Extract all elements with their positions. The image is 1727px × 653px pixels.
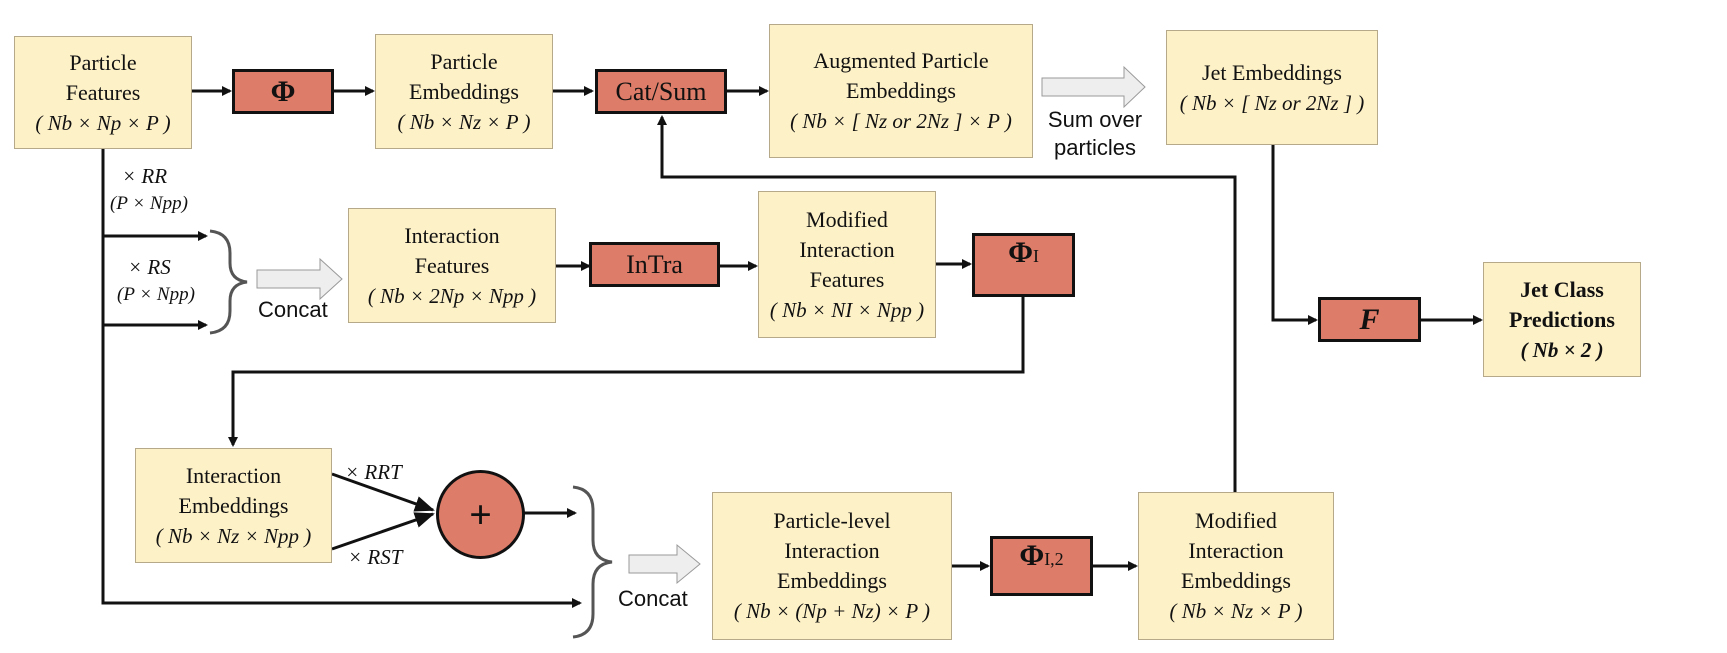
interaction-embeddings-node: Interaction Embeddings ( Nb × Nz × Npp ): [135, 448, 332, 563]
phi-i2-label: Φ: [1019, 539, 1045, 572]
cat-sum-op: Cat/Sum: [595, 69, 727, 114]
rr-label: × RR: [122, 164, 168, 188]
interaction-embeddings-line2: Embeddings: [178, 492, 289, 518]
modified-interaction-features-line2: Interaction: [799, 236, 895, 262]
jet-embeddings-node: Jet Embeddings ( Nb × [ Nz or 2Nz ] ): [1166, 30, 1378, 145]
brace-bottom: [572, 485, 613, 639]
phi-i-sub: I: [1032, 246, 1039, 266]
arrow-rs-t-to-plus: [331, 512, 435, 551]
modified-interaction-features-dims: ( Nb × NI × Npp ): [769, 297, 925, 322]
fat-arrow-concat-top: [256, 257, 343, 301]
particle-embeddings-node: Particle Embeddings ( Nb × Nz × P ): [375, 34, 553, 149]
interaction-features-node: Interaction Features ( Nb × 2Np × Npp ): [348, 208, 556, 323]
modified-embeddings-line3: Embeddings: [1181, 568, 1291, 593]
augmented-embeddings-line1: Augmented Particle: [813, 48, 989, 73]
f-op: F: [1318, 297, 1421, 342]
arrow-modified-embeddings-to-catsum: [657, 115, 1237, 492]
concat-top-label: Concat: [258, 297, 328, 322]
jet-embeddings-dims: ( Nb × [ Nz or 2Nz ] ): [1179, 90, 1365, 115]
particle-features-node: Particle Features ( Nb × Np × P ): [14, 36, 192, 149]
particle-level-line2: Interaction: [784, 538, 880, 563]
intra-label: InTra: [626, 249, 683, 279]
modified-interaction-features-node: Modified Interaction Features ( Nb × NI …: [758, 191, 936, 338]
particle-level-line1: Particle-level: [773, 508, 891, 533]
rs-t-label: × RST: [348, 545, 403, 569]
plus-label: +: [469, 491, 492, 537]
particle-embeddings-line1: Particle: [430, 48, 498, 74]
interaction-embeddings-dims: ( Nb × Nz × Npp ): [155, 523, 312, 548]
sum-over-line1: Sum over: [1047, 107, 1143, 132]
modified-interaction-embeddings-node: Modified Interaction Embeddings ( Nb × N…: [1138, 492, 1334, 640]
rs-dims-label: (P × Npp): [117, 284, 195, 305]
phi-i-label: Φ: [1008, 236, 1033, 269]
augmented-embeddings-node: Augmented Particle Embeddings ( Nb × [ N…: [769, 24, 1033, 158]
arrow-phii-to-interaction-embeddings: [228, 297, 1025, 447]
cat-sum-label: Cat/Sum: [615, 76, 707, 106]
jet-class-line1: Jet Class: [1520, 276, 1604, 302]
sum-over-line2: particles: [1054, 135, 1136, 160]
particle-level-line3: Embeddings: [777, 568, 887, 593]
particle-features-dims: ( Nb × Np × P ): [35, 110, 171, 135]
phi-op: Φ: [232, 69, 334, 114]
concat-bottom-label: Concat: [618, 586, 688, 611]
interaction-features-line1: Interaction: [404, 222, 500, 248]
intra-op: InTra: [589, 242, 720, 287]
arrow-rr-t-to-plus: [331, 472, 435, 512]
particle-features-line1: Particle: [69, 49, 137, 75]
jet-class-dims: ( Nb × 2 ): [1520, 337, 1604, 362]
fat-arrow-concat-bottom: [628, 543, 701, 585]
particle-level-interaction-node: Particle-level Interaction Embeddings ( …: [712, 492, 952, 640]
interaction-features-dims: ( Nb × 2Np × Npp ): [367, 283, 537, 308]
modified-embeddings-line2: Interaction: [1188, 538, 1284, 563]
particle-embeddings-dims: ( Nb × Nz × P ): [397, 109, 531, 134]
augmented-embeddings-dims: ( Nb × [ Nz or 2Nz ] × P ): [790, 109, 1012, 133]
modified-embeddings-line1: Modified: [1195, 508, 1277, 533]
augmented-embeddings-line2: Embeddings: [846, 78, 956, 103]
modified-interaction-features-line3: Features: [809, 266, 885, 292]
particle-features-line2: Features: [65, 79, 141, 105]
interaction-features-line2: Features: [414, 252, 490, 278]
particle-embeddings-line2: Embeddings: [409, 78, 519, 104]
jet-class-predictions-node: Jet Class Predictions ( Nb × 2 ): [1483, 262, 1641, 377]
modified-interaction-features-line1: Modified: [806, 206, 888, 232]
phi-i2-sub: I,2: [1044, 549, 1064, 569]
plus-op: +: [436, 470, 525, 559]
modified-embeddings-dims: ( Nb × Nz × P ): [1169, 599, 1303, 623]
rs-label: × RS: [128, 255, 171, 279]
f-label: F: [1359, 302, 1380, 336]
rr-t-label: × RRT: [345, 460, 402, 484]
sum-over-label: Sum over particles: [1040, 106, 1150, 162]
jet-class-line2: Predictions: [1509, 306, 1615, 332]
particle-level-dims: ( Nb × (Np + Nz) × P ): [733, 599, 931, 623]
brace-top: [209, 229, 248, 335]
interaction-embeddings-line1: Interaction: [185, 462, 282, 488]
jet-embeddings-line1: Jet Embeddings: [1202, 59, 1342, 85]
fat-arrow-sum-over: [1041, 65, 1146, 109]
trunk-particle-features: [101, 146, 582, 608]
rr-dims-label: (P × Npp): [110, 193, 188, 214]
phi-op-label: Φ: [270, 74, 296, 108]
arrow-jet-embeddings-to-f: [1271, 144, 1318, 325]
